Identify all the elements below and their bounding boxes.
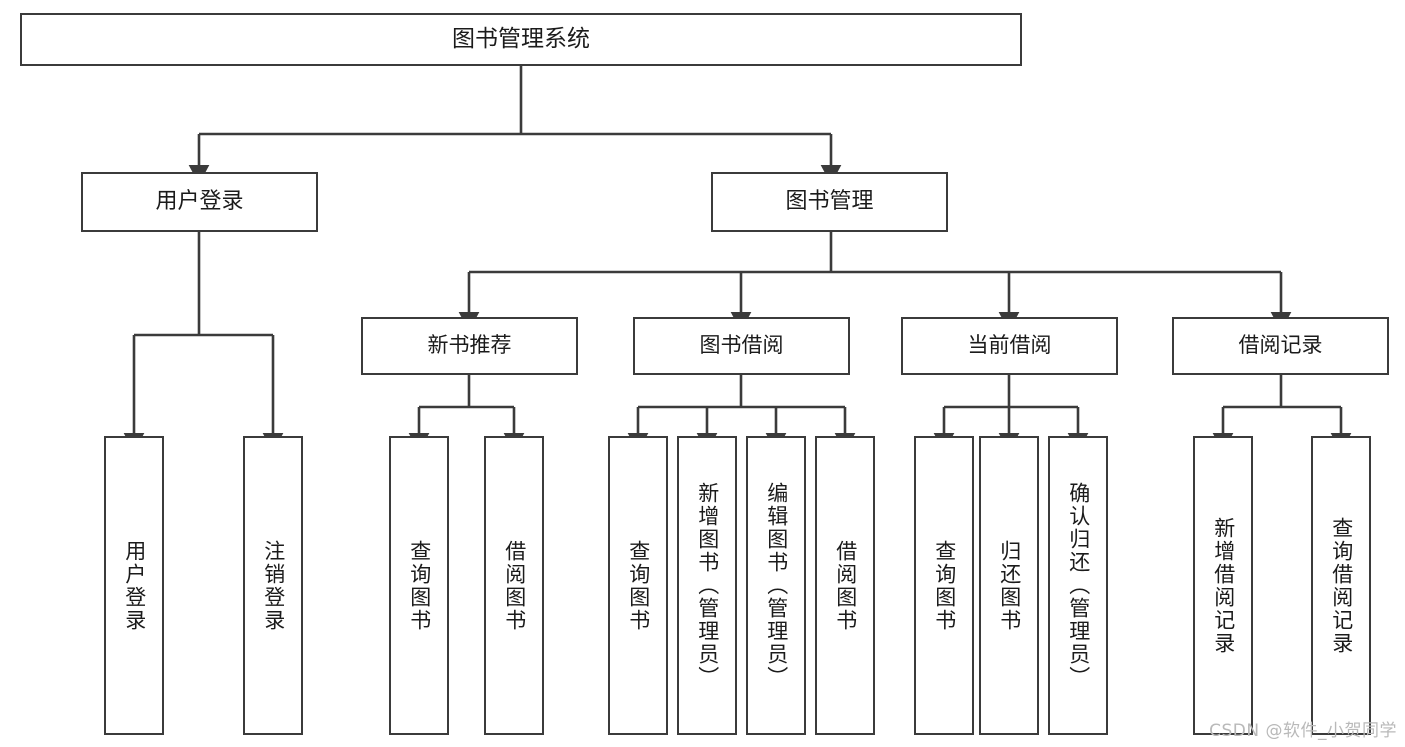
leaf-new-book-1-label: 借阅图书 <box>502 539 527 632</box>
node-borrow-record[interactable]: 借阅记录 <box>1172 317 1389 375</box>
node-new-book-recommend-label: 新书推荐 <box>427 333 512 358</box>
leaf-new-book-0-label: 查询图书 <box>407 539 432 632</box>
leaf-new-book-1[interactable]: 借阅图书 <box>484 436 544 735</box>
watermark-text: CSDN @软件_小贺同学 <box>1209 721 1397 741</box>
leaf-book-borrow-1-label: 新增图书（管理员） <box>695 482 720 689</box>
node-current-borrow-label: 当前借阅 <box>967 333 1052 358</box>
leaf-book-borrow-1[interactable]: 新增图书（管理员） <box>677 436 737 735</box>
leaf-current-borrow-2-label: 确认归还（管理员） <box>1066 482 1091 689</box>
leaf-book-borrow-2-label: 编辑图书（管理员） <box>764 482 789 689</box>
node-user-login[interactable]: 用户登录 <box>81 172 318 232</box>
leaf-book-borrow-3[interactable]: 借阅图书 <box>815 436 875 735</box>
leaf-borrow-record-1[interactable]: 查询借阅记录 <box>1311 436 1371 735</box>
leaf-current-borrow-0-label: 查询图书 <box>932 539 957 632</box>
node-root-label: 图书管理系统 <box>452 25 590 52</box>
leaf-borrow-record-1-label: 查询借阅记录 <box>1329 516 1354 655</box>
node-root[interactable]: 图书管理系统 <box>20 13 1022 66</box>
leaf-user-login-0-label: 用户登录 <box>122 539 147 632</box>
node-new-book-recommend[interactable]: 新书推荐 <box>361 317 578 375</box>
leaf-current-borrow-2[interactable]: 确认归还（管理员） <box>1048 436 1108 735</box>
leaf-user-login-1-label: 注销登录 <box>261 539 286 632</box>
leaf-user-login-1[interactable]: 注销登录 <box>243 436 303 735</box>
leaf-borrow-record-0-label: 新增借阅记录 <box>1211 516 1236 655</box>
leaf-user-login-0[interactable]: 用户登录 <box>104 436 164 735</box>
node-book-management[interactable]: 图书管理 <box>711 172 948 232</box>
leaf-book-borrow-3-label: 借阅图书 <box>833 539 858 632</box>
leaf-book-borrow-0[interactable]: 查询图书 <box>608 436 668 735</box>
leaf-book-borrow-0-label: 查询图书 <box>626 539 651 632</box>
leaf-borrow-record-0[interactable]: 新增借阅记录 <box>1193 436 1253 735</box>
leaf-book-borrow-2[interactable]: 编辑图书（管理员） <box>746 436 806 735</box>
node-borrow-record-label: 借阅记录 <box>1238 333 1323 358</box>
leaf-current-borrow-1[interactable]: 归还图书 <box>979 436 1039 735</box>
leaf-new-book-0[interactable]: 查询图书 <box>389 436 449 735</box>
node-book-borrow[interactable]: 图书借阅 <box>633 317 850 375</box>
node-book-management-label: 图书管理 <box>785 188 874 214</box>
leaf-current-borrow-1-label: 归还图书 <box>997 539 1022 632</box>
node-user-login-label: 用户登录 <box>155 188 244 214</box>
leaf-current-borrow-0[interactable]: 查询图书 <box>914 436 974 735</box>
node-current-borrow[interactable]: 当前借阅 <box>901 317 1118 375</box>
node-book-borrow-label: 图书借阅 <box>699 333 784 358</box>
